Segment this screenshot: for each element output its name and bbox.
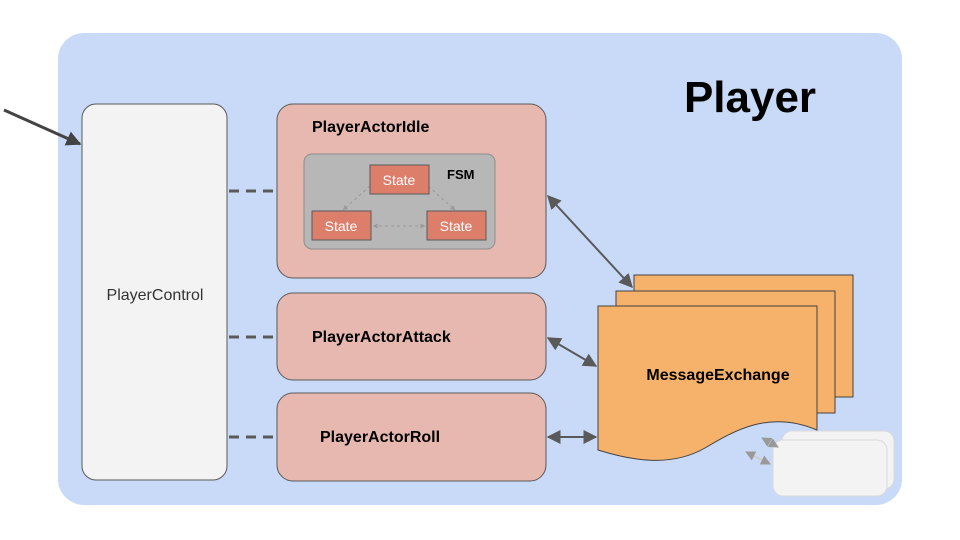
fsm-state-left xyxy=(311,210,372,241)
actor-idle-label: PlayerActorIdle xyxy=(312,119,429,136)
fsm-state-top-label: State xyxy=(383,172,416,188)
actor-roll-label: PlayerActorRoll xyxy=(320,429,440,446)
actor-roll-box xyxy=(276,392,547,482)
actor-attack-label: PlayerActorAttack xyxy=(312,329,451,346)
edge-attack-message xyxy=(546,337,598,367)
edge-idle-message xyxy=(547,194,633,289)
player-control-label: PlayerControl xyxy=(107,287,204,304)
fsm-state-top xyxy=(369,164,430,195)
player-control-box xyxy=(81,103,228,481)
fsm-state-right xyxy=(426,210,487,241)
fsm-transition-top-left xyxy=(342,185,371,211)
player-title: Player xyxy=(684,73,816,122)
fsm-state-right-label: State xyxy=(440,218,473,234)
queue-arrow-upper xyxy=(761,437,779,448)
fsm-state-left-label: State xyxy=(325,218,358,234)
message-doc-front xyxy=(597,305,818,461)
message-exchange-label: MessageExchange xyxy=(646,367,789,384)
queue-arrow-lower xyxy=(745,451,771,465)
actor-attack-box xyxy=(276,292,547,381)
fsm-transition-top-right xyxy=(427,185,456,211)
queue-box-front xyxy=(772,439,888,497)
input-arrow xyxy=(3,108,82,146)
fsm-label: FSM xyxy=(447,167,474,182)
